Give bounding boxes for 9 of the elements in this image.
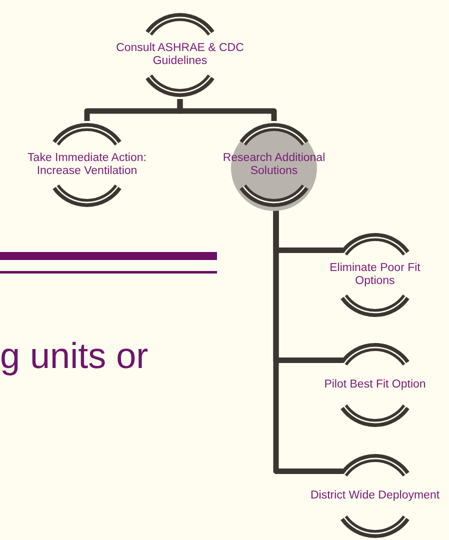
step-label: Eliminate Poor Fit Options	[328, 262, 422, 288]
heading-fragment: g units or	[0, 336, 148, 376]
connector-line	[273, 209, 343, 474]
step-label: Research Additional Solutions	[222, 152, 326, 178]
connector-line	[177, 99, 277, 121]
step-label: District Wide Deployment	[310, 490, 440, 502]
step-label: Consult ASHRAE & CDC Guidelines	[115, 42, 245, 68]
step-label: Take Immediate Action: Increase Ventilation	[26, 152, 148, 178]
step-label: Pilot Best Fit Option	[324, 378, 426, 392]
